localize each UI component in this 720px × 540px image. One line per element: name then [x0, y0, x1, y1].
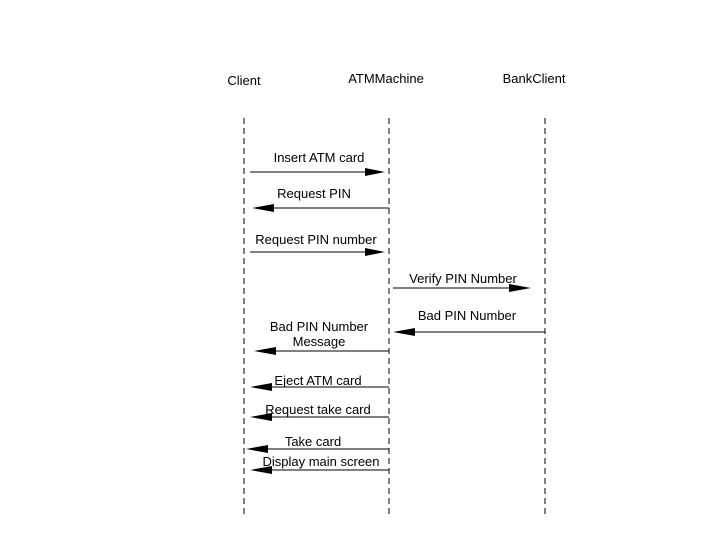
arrowhead	[365, 248, 385, 256]
message-2: Request PIN	[252, 186, 389, 212]
arrowhead	[246, 445, 268, 453]
participant-atm: ATMMachine	[348, 71, 424, 86]
arrowhead	[254, 347, 276, 355]
message-label: Message	[293, 334, 346, 349]
arrowhead	[250, 466, 272, 474]
arrowhead	[365, 168, 385, 176]
arrowhead	[252, 204, 274, 212]
message-4: Verify PIN Number	[393, 271, 531, 292]
message-7: Eject ATM card	[250, 373, 389, 391]
message-10: Display main screen	[250, 454, 389, 474]
message-label: Request take card	[265, 402, 371, 417]
arrowhead	[509, 284, 531, 292]
message-label: Display main screen	[262, 454, 379, 469]
message-label: Request PIN number	[255, 232, 377, 247]
message-9: Take card	[246, 434, 389, 453]
message-label: Bad PIN Number	[270, 319, 369, 334]
message-label: Eject ATM card	[274, 373, 361, 388]
message-label: Bad PIN Number	[418, 308, 517, 323]
message-label: Insert ATM card	[274, 150, 365, 165]
message-label: Take card	[285, 434, 341, 449]
participant-headers: Client ATMMachine BankClient	[227, 71, 565, 88]
participant-bank: BankClient	[503, 71, 566, 86]
message-label: Verify PIN Number	[409, 271, 517, 286]
participant-client: Client	[227, 73, 261, 88]
lifelines	[243, 118, 546, 516]
arrowhead	[393, 328, 415, 336]
message-5: Bad PIN Number	[393, 308, 545, 336]
message-label: Request PIN	[277, 186, 351, 201]
message-8: Request take card	[250, 402, 389, 421]
arrowhead	[250, 413, 272, 421]
message-3: Request PIN number	[250, 232, 385, 256]
arrowhead	[250, 383, 272, 391]
message-1: Insert ATM card	[250, 150, 385, 176]
